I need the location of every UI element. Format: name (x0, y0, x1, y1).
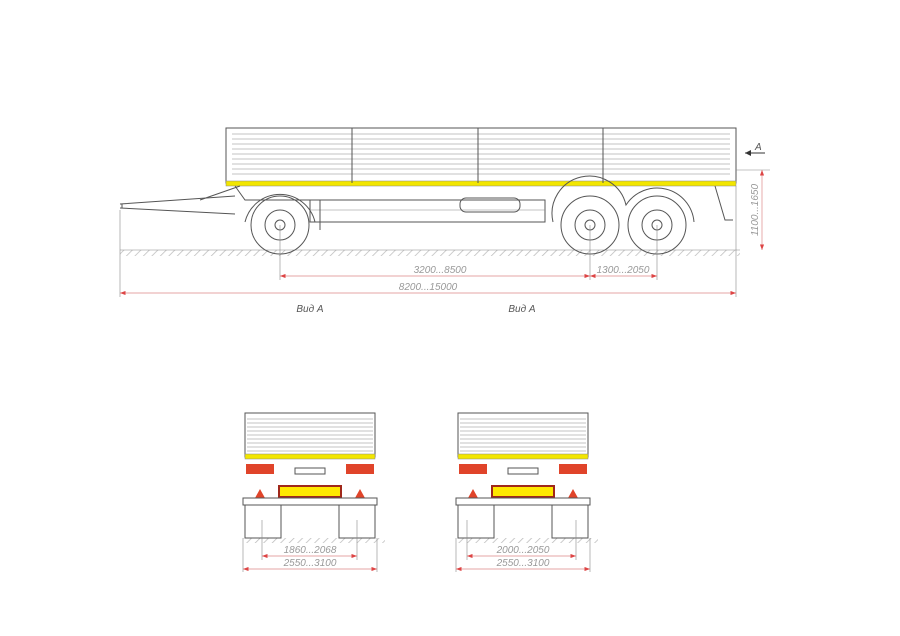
wheel-left (244, 504, 282, 539)
wheel-left (457, 504, 495, 539)
tail-lamp-left (246, 464, 274, 474)
rear-view-1 (242, 412, 385, 572)
bumper (242, 497, 378, 506)
rear-view-label-2: Вид А (508, 304, 536, 315)
cylinder (294, 467, 326, 475)
section-marker-label: A (754, 142, 762, 153)
yellow-stripe (225, 180, 737, 187)
chassis (234, 185, 733, 230)
tail-lamp-right (559, 464, 587, 474)
rear2-track-width: 2000...2050 (496, 545, 550, 556)
side-dimensions: 3200...8500 1300...2050 8200...15000 110… (119, 169, 770, 297)
rear1-overall-width: 2550...3100 (283, 558, 337, 569)
yellow-stripe (244, 453, 376, 460)
dim-axle-to-bogie: 3200...8500 (414, 265, 467, 276)
side-view: 3200...8500 1300...2050 8200...15000 110… (119, 127, 770, 297)
drawbar (119, 185, 241, 215)
wheel-right (551, 504, 589, 539)
warning-triangle-right (355, 489, 365, 498)
warning-triangle-left (468, 489, 478, 498)
cylinder (507, 467, 539, 475)
tail-lamp-left (459, 464, 487, 474)
warning-triangle-left (255, 489, 265, 498)
section-marker: A (745, 142, 765, 156)
rear1-track-width: 1860...2068 (284, 545, 337, 556)
reflector-plate (491, 485, 555, 498)
ground-hatch (456, 538, 598, 543)
ground-hatch (243, 538, 385, 543)
rear-view-2 (455, 412, 598, 572)
rear-wheels (551, 175, 695, 255)
ground-hatch (120, 250, 740, 256)
rear-view-label-1: Вид А (296, 304, 324, 315)
yellow-stripe (457, 453, 589, 460)
warning-triangle-right (568, 489, 578, 498)
rear2-overall-width: 2550...3100 (496, 558, 550, 569)
cargo-body (225, 127, 737, 187)
dim-bogie-spacing: 1300...2050 (597, 265, 650, 276)
dim-overall-length: 8200...15000 (399, 282, 458, 293)
reflector-plate (278, 485, 342, 498)
tail-lamp-right (346, 464, 374, 474)
bumper (455, 497, 591, 506)
dim-platform-height: 1100...1650 (750, 184, 761, 237)
